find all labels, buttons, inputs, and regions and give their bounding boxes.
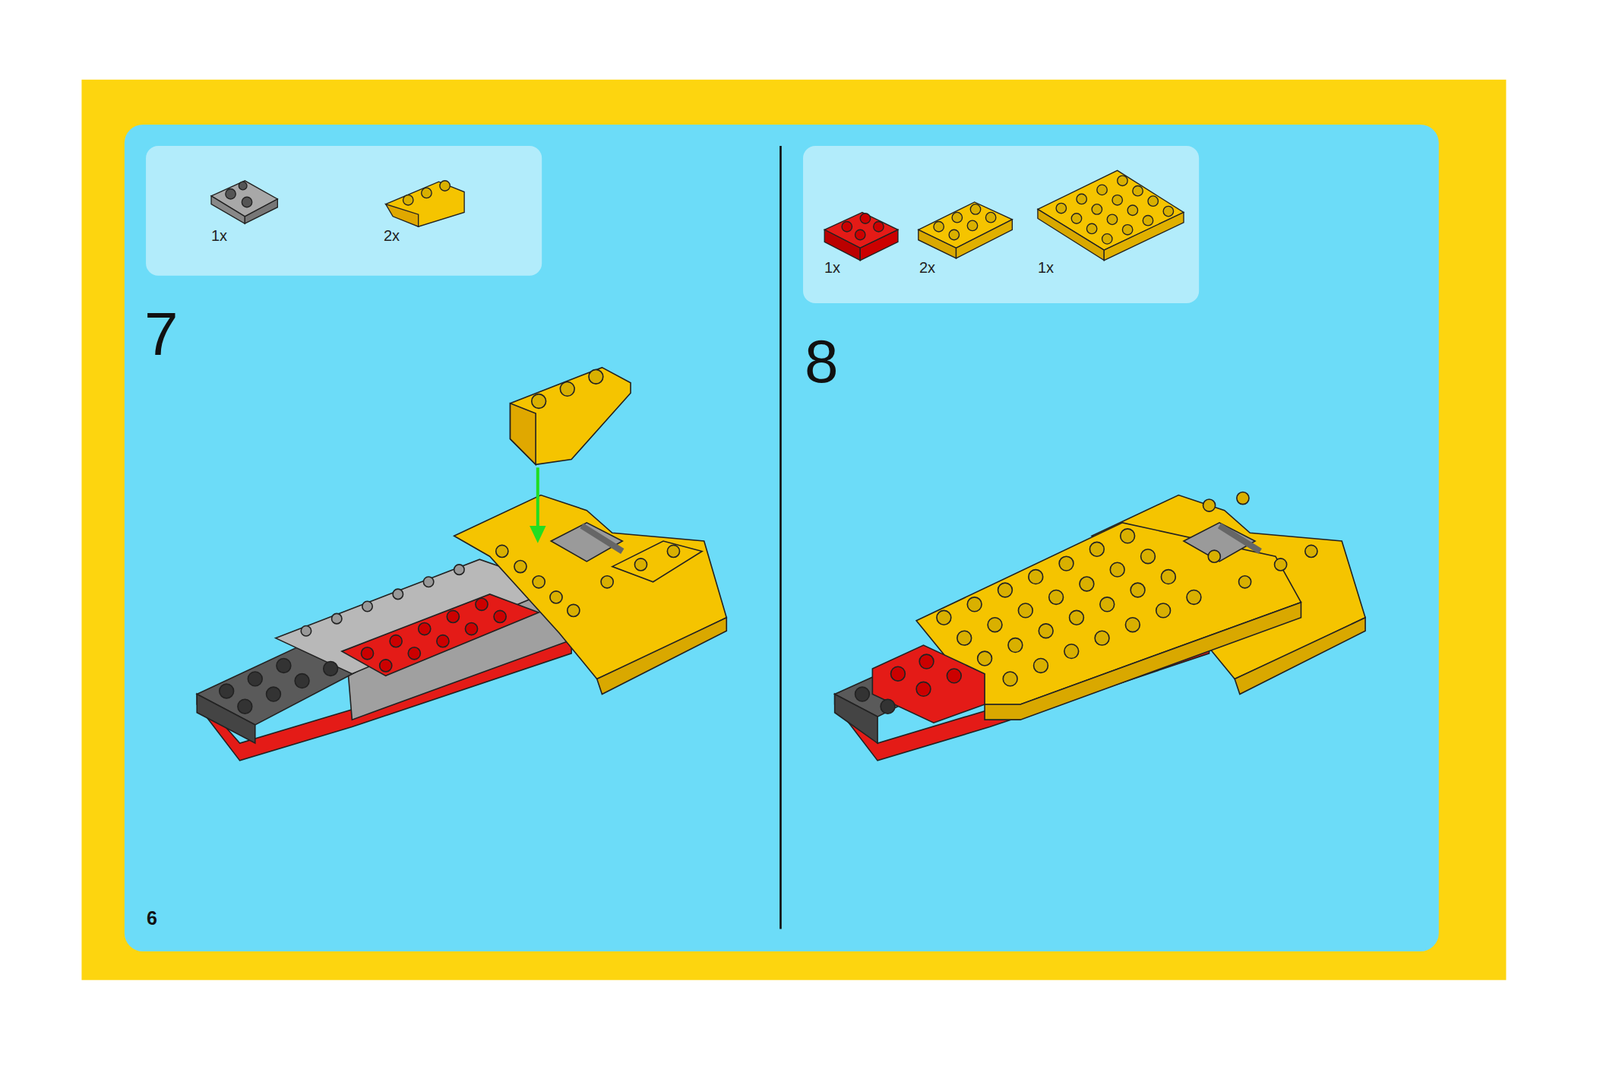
parts-panel: 1x 2x	[145, 145, 542, 276]
step-number: 7	[144, 303, 179, 365]
part-quantity: 1x	[211, 227, 228, 244]
page-number: 6	[146, 908, 158, 928]
part-quantity: 2x	[383, 227, 400, 244]
part-quantity: 2x	[919, 259, 936, 276]
part-quantity: 1x	[1037, 259, 1054, 276]
part-quantity: 1x	[824, 259, 841, 276]
parts-panel: 1x 2x 1x	[803, 145, 1199, 304]
step-number: 8	[804, 331, 839, 393]
